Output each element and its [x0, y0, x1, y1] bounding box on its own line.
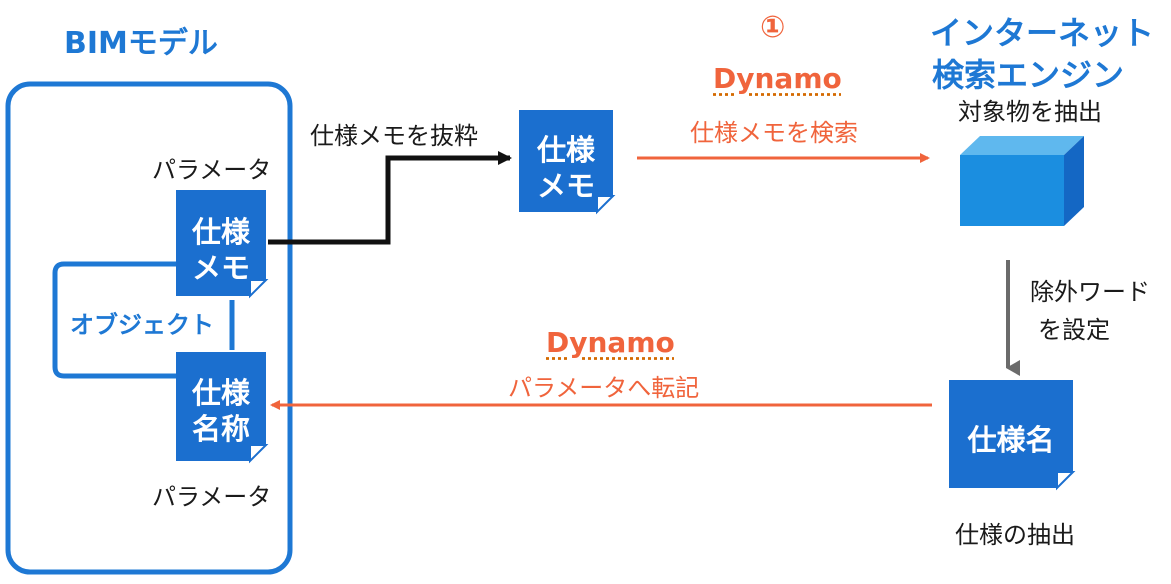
doc-shape-extract-memo [519, 110, 616, 215]
doc-extract-memo-line2: メモ [536, 169, 595, 203]
object-label: オブジェクト [68, 305, 216, 340]
doc-spec-name: 仕様名 [949, 420, 1073, 470]
param-label-top: パラメータ [152, 156, 272, 184]
search-engine-cube-icon [960, 136, 1084, 226]
extract-label: 仕様メモを抜粋 [310, 122, 478, 150]
search-tool-label: Dynamo [713, 62, 842, 95]
doc-extract-memo: 仕様 メモ [519, 130, 613, 210]
bim-model-title: BIMモデル [64, 26, 218, 61]
doc-shape-bim-memo [176, 190, 269, 299]
doc-bim-memo-line1: 仕様 [191, 215, 250, 249]
doc-bim-name: 仕様 名称 [176, 373, 266, 457]
engine-title-line2: 検索エンジン [932, 56, 1125, 94]
transfer-caption: パラメータへ転記 [508, 374, 700, 402]
doc-spec-name-text: 仕様名 [967, 423, 1055, 457]
step-number: ① [760, 10, 786, 45]
doc-shape-bim-name [176, 352, 269, 464]
doc-bim-name-line2: 名称 [191, 412, 250, 446]
engine-subtitle: 対象物を抽出 [958, 98, 1102, 126]
bim-model-box [5, 81, 293, 575]
exclude-label-line2: を設定 [1038, 316, 1110, 344]
doc-bim-memo: 仕様 メモ [176, 212, 266, 296]
param-label-bottom: パラメータ [152, 483, 272, 511]
doc-extract-memo-line1: 仕様 [536, 133, 595, 167]
exclude-label-line1: 除外ワード [1030, 278, 1150, 306]
extract-connector-arrow [268, 151, 512, 245]
doc-shape-spec-name [949, 380, 1076, 491]
doc-bim-memo-line2: メモ [191, 251, 250, 285]
search-caption: 仕様メモを検索 [690, 119, 858, 147]
doc-bim-name-line1: 仕様 [191, 376, 250, 410]
engine-title-line1: インターネット [930, 14, 1155, 52]
spec-name-caption: 仕様の抽出 [955, 521, 1075, 549]
object-bracket [52, 261, 176, 379]
transfer-tool-label: Dynamo [546, 326, 675, 359]
